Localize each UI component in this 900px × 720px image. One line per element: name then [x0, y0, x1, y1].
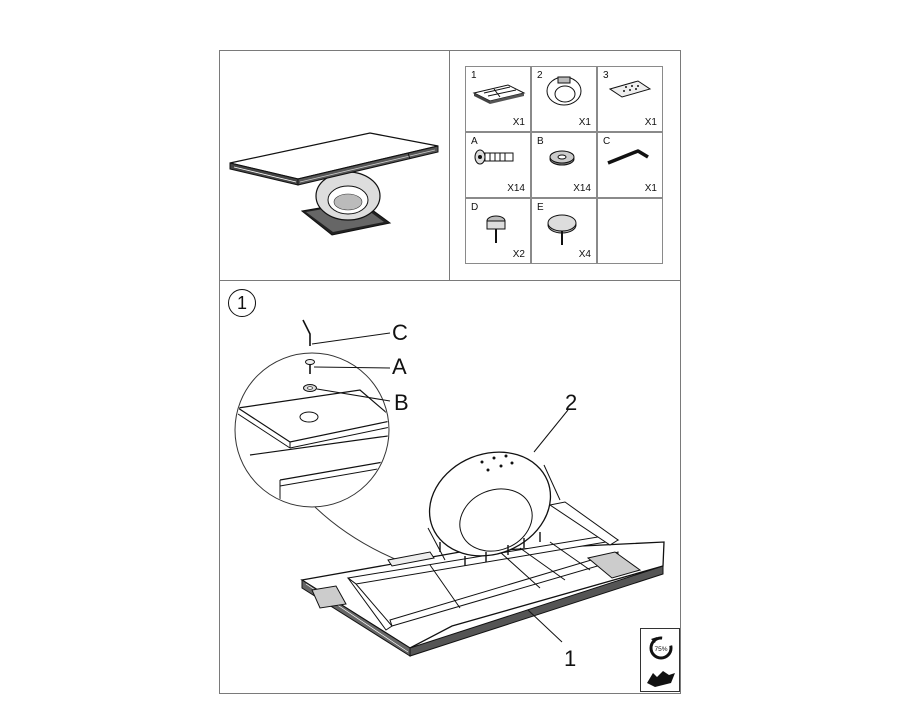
part-number: 2	[537, 70, 543, 81]
callout-1: 1	[564, 646, 577, 671]
handling-badge: 75%	[640, 628, 680, 692]
empty-part-cell	[597, 198, 663, 264]
part-number: B	[537, 136, 544, 147]
callout-a: A	[392, 354, 407, 379]
assembled-table-illustration	[229, 132, 439, 236]
part-number: A	[471, 136, 478, 147]
hex-key-icon	[607, 149, 649, 165]
page-frame	[219, 50, 681, 694]
step-number: 1	[236, 293, 247, 313]
callout-c: C	[392, 320, 408, 345]
ring-base-icon	[546, 76, 582, 106]
callout-2: 2	[565, 390, 578, 415]
part-quantity: X1	[644, 117, 657, 128]
part-quantity: X14	[507, 183, 525, 194]
bolt-icon	[474, 149, 514, 165]
part-quantity: X4	[578, 249, 591, 260]
vertical-divider	[449, 50, 450, 280]
part-number: D	[471, 202, 479, 213]
small-foot-icon	[486, 215, 506, 243]
part-quantity: X1	[512, 117, 525, 128]
part-cell-b: B X14	[531, 132, 597, 198]
plate-icon	[608, 80, 652, 98]
part-number: 3	[603, 70, 609, 81]
part-number: 1	[471, 70, 477, 81]
part-number: E	[537, 202, 544, 213]
part-cell-d: D X2	[465, 198, 531, 264]
badge-percent: 75%	[654, 646, 667, 653]
part-quantity: X1	[578, 117, 591, 128]
part-quantity: X14	[573, 183, 591, 194]
part-number: C	[603, 136, 611, 147]
step-number-badge: 1	[228, 289, 256, 317]
top-divider	[219, 280, 681, 281]
callout-b: B	[394, 390, 409, 415]
recycle-icon: 75%	[649, 636, 673, 660]
part-quantity: X2	[512, 249, 525, 260]
washer-icon	[549, 150, 575, 166]
step-1-illustration	[234, 319, 665, 657]
part-cell-e: E X4	[531, 198, 597, 264]
part-cell-c: C X1	[597, 132, 663, 198]
part-cell-a: A X14	[465, 132, 531, 198]
frame-icon	[472, 84, 526, 104]
hand-icon	[647, 671, 675, 687]
part-quantity: X1	[644, 183, 657, 194]
large-foot-icon	[547, 214, 577, 245]
